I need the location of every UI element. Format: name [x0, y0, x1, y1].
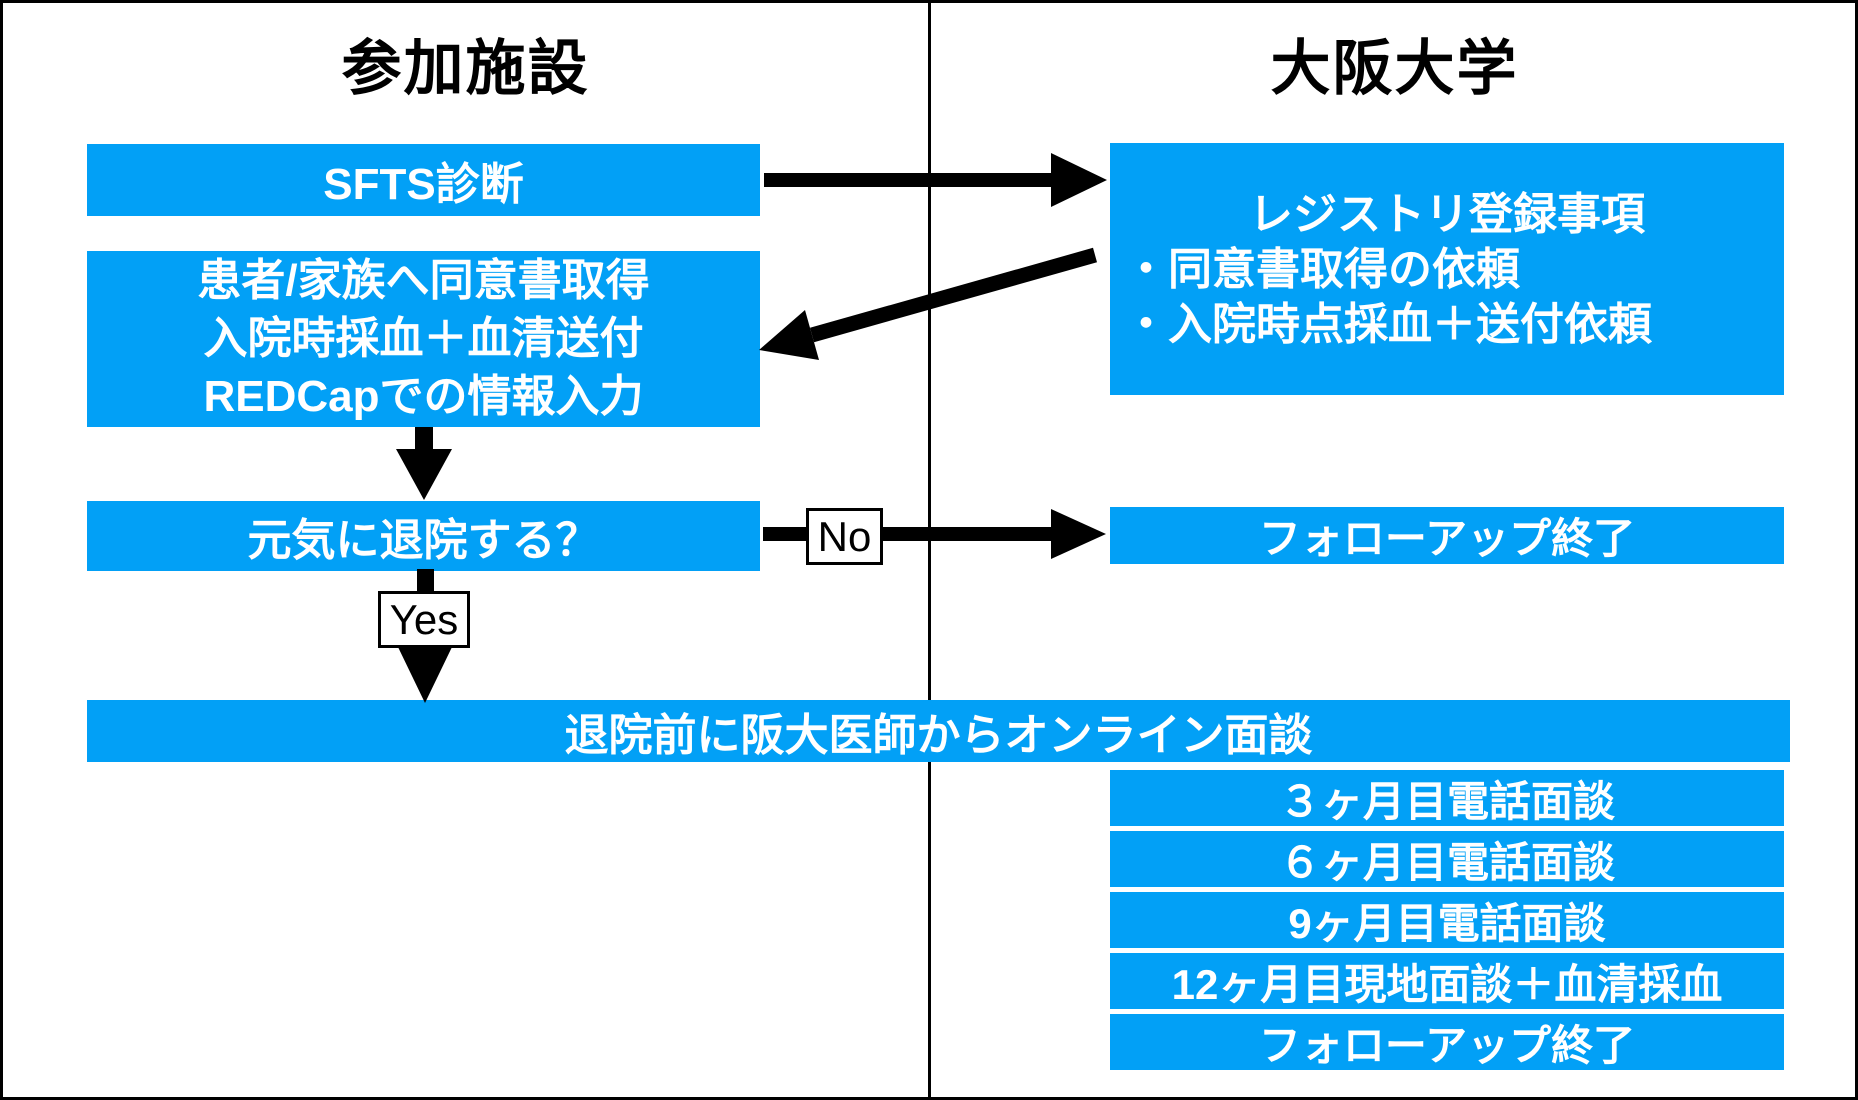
patient-task-line: 入院時採血＋血清送付	[203, 314, 644, 363]
followup-end-box: フォローアップ終了	[1110, 507, 1784, 564]
online-interview-box: 退院前に阪大医師からオンライン面談	[87, 700, 1790, 762]
right-column-header: 大阪大学	[1270, 35, 1519, 102]
yes-label: Yes	[378, 591, 470, 648]
followup-step-9month: 9ヶ月目電話面談	[1110, 892, 1784, 948]
arrow-patient-to-discharge	[396, 427, 452, 500]
left-column-header: 参加施設	[341, 35, 590, 102]
arrow-sfts-to-registry	[764, 153, 1107, 207]
patient-tasks-box: 患者/家族へ同意書取得 入院時採血＋血清送付 REDCapでの情報入力	[87, 251, 760, 427]
followup-step-6month: ６ヶ月目電話面談	[1110, 831, 1784, 887]
patient-task-line: REDCapでの情報入力	[203, 372, 644, 421]
sfts-diagnosis-box: SFTS診断	[87, 144, 760, 216]
discharge-question-box: 元気に退院する？	[87, 501, 760, 571]
followup-step-3month: ３ヶ月目電話面談	[1110, 770, 1784, 826]
registry-items-box: レジストリ登録事項 ・同意書取得の依頼 ・入院時点採血＋送付依頼	[1110, 143, 1784, 395]
followup-step-12month: 12ヶ月目現地面談＋血清採血	[1110, 953, 1784, 1009]
followup-step-end: フォローアップ終了	[1110, 1014, 1784, 1070]
column-divider-line	[928, 3, 931, 1097]
registry-title: レジストリ登録事項	[1249, 189, 1645, 239]
registry-item: ・同意書取得の依頼	[1124, 244, 1520, 294]
no-label: No	[806, 508, 883, 565]
registry-item: ・入院時点採血＋送付依頼	[1124, 299, 1652, 349]
patient-task-line: 患者/家族へ同意書取得	[197, 256, 650, 305]
